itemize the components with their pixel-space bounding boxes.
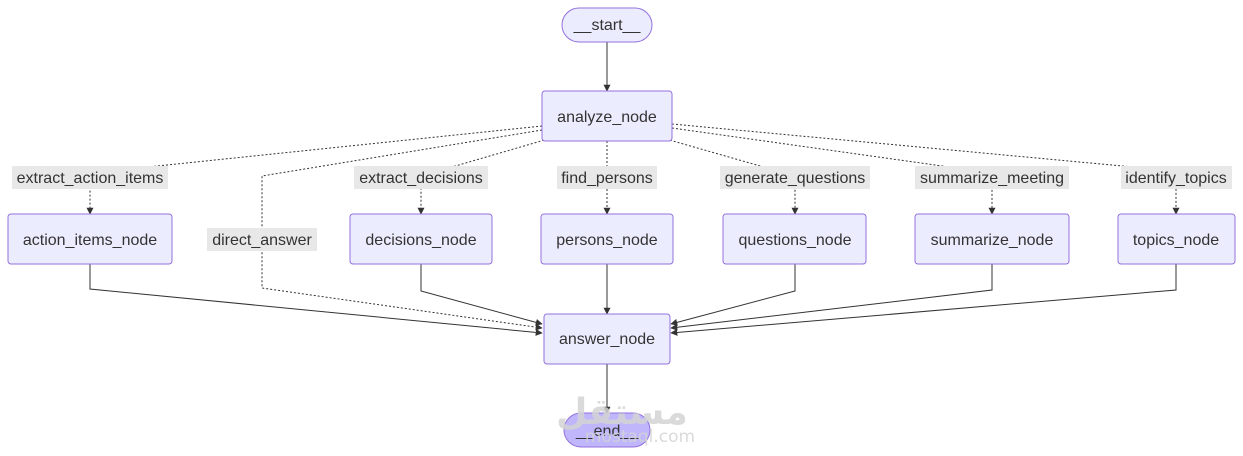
node-summarize-label: summarize_node [931, 232, 1054, 249]
edge-topics-to-answer [670, 264, 1177, 336]
edge-label-summarize-meeting-text: summarize_meeting [920, 170, 1064, 187]
node-analyze-label: analyze_node [557, 109, 657, 126]
node-action-items[interactable]: action_items_node [7, 213, 173, 265]
node-action-items-label: action_items_node [23, 232, 157, 249]
node-decisions[interactable]: decisions_node [349, 213, 493, 265]
edge-label-extract-decisions: extract_decisions [354, 166, 488, 189]
edge-identify-topics [671, 123, 1180, 215]
node-answer-label: answer_node [559, 331, 655, 348]
edge-label-summarize-meeting: summarize_meeting [915, 166, 1069, 189]
edge-label-direct-answer-text: direct_answer [212, 232, 312, 249]
node-summarize[interactable]: summarize_node [914, 213, 1070, 265]
edge-direct-answer [261, 129, 543, 331]
watermark-arabic: مستقل [556, 392, 688, 433]
node-start[interactable]: __start__ [561, 7, 653, 43]
edge-label-find-persons-text: find_persons [561, 170, 653, 187]
node-answer[interactable]: answer_node [543, 313, 671, 365]
edge-label-find-persons: find_persons [557, 166, 657, 189]
node-persons-label: persons_node [556, 232, 658, 249]
node-persons[interactable]: persons_node [540, 213, 674, 265]
edge-label-generate-questions-text: generate_questions [725, 170, 866, 187]
node-end[interactable]: __end__ [563, 412, 651, 448]
edge-label-extract-action-items: extract_action_items [12, 166, 168, 189]
edge-summarize-to-answer [670, 264, 993, 331]
edge-label-extract-decisions-text: extract_decisions [359, 170, 483, 187]
edge-action-items-to-answer [89, 264, 543, 336]
node-topics[interactable]: topics_node [1117, 213, 1236, 265]
node-analyze[interactable]: analyze_node [541, 90, 673, 142]
edge-label-identify-topics-text: identify_topics [1125, 170, 1226, 187]
edge-extract-action-items [86, 125, 543, 215]
node-start-label: __start__ [573, 17, 642, 34]
node-end-label: __end__ [575, 423, 639, 440]
edge-label-direct-answer: direct_answer [207, 228, 317, 251]
watermark-latin: mostaql.com [585, 427, 695, 447]
edge-generate-questions [665, 138, 799, 215]
node-topics-label: topics_node [1133, 232, 1219, 249]
edge-label-generate-questions: generate_questions [720, 166, 870, 189]
node-questions-label: questions_node [739, 232, 852, 249]
edge-label-extract-action-items-text: extract_action_items [17, 170, 164, 187]
node-decisions-label: decisions_node [365, 232, 476, 249]
edge-decisions-to-answer [420, 264, 543, 326]
node-questions[interactable]: questions_node [722, 213, 867, 265]
edge-questions-to-answer [670, 264, 796, 326]
watermark: مستقل mostaql.com [556, 392, 695, 447]
edge-label-identify-topics: identify_topics [1121, 166, 1232, 189]
